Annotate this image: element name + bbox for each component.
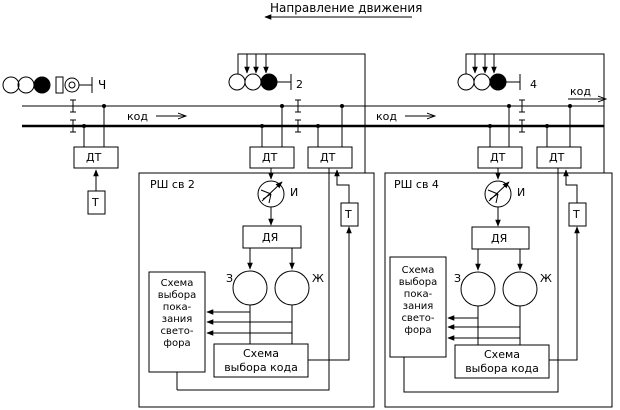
cabinet-2-relay-right-label: Ж (312, 272, 324, 285)
signal-2 (228, 73, 292, 91)
signal-4-feed-lines (465, 53, 605, 173)
cabinet-4-indicator-label: И (517, 186, 525, 199)
svg-text:Схема: Схема (161, 278, 194, 289)
dt-box-4 (477, 146, 523, 169)
signal-4-label: 4 (530, 78, 537, 91)
cabinet-4-title: РШ св 4 (394, 178, 439, 191)
t-label-1: Т (91, 196, 99, 209)
t-box-1 (87, 190, 106, 215)
dt-box-3 (307, 146, 353, 169)
cabinet-2-wiring (148, 168, 359, 391)
cabinet-2-relay-block-label: ДЯ (262, 231, 278, 244)
svg-text:Схема: Схема (484, 348, 520, 361)
svg-text:пока-: пока- (404, 289, 433, 300)
code-label-3: код (570, 85, 591, 98)
dt-label-5: ДТ (549, 151, 565, 164)
cabinet-2-code-selector-text: Схема выбора кода (224, 347, 298, 374)
cabinet-4-wiring (389, 168, 587, 393)
signal-4 (457, 73, 521, 91)
dt-label-3: ДТ (320, 151, 336, 164)
cabinet-4-relay-right-label: Ж (540, 272, 552, 285)
signal-2-label: 2 (296, 78, 303, 91)
cabinet-2-frame (138, 172, 375, 408)
rail-connections (83, 106, 571, 147)
t-label-2: Т (344, 208, 352, 221)
svg-text:выбора кода: выбора кода (224, 361, 298, 374)
code-label-1: код (127, 110, 148, 123)
direction-label: Направление движения (270, 1, 422, 15)
svg-text:фора: фора (404, 325, 431, 336)
svg-text:пока-: пока- (163, 302, 192, 313)
cabinet-4-code-selector-text: Схема выбора кода (465, 348, 539, 375)
dt-box-1 (73, 146, 119, 169)
svg-text:выбора кода: выбора кода (465, 362, 539, 375)
dt-label-2: ДТ (262, 151, 278, 164)
cabinet-4-selector-text: Схема выбора пока- зания свето- фора (399, 265, 438, 336)
dt-box-2 (249, 146, 295, 169)
svg-text:Схема: Схема (402, 265, 435, 276)
dt-box-5 (536, 146, 582, 169)
svg-text:зания: зания (403, 301, 434, 312)
svg-text:выбора: выбора (158, 290, 197, 301)
cabinet-2-relay-left-label: З (226, 272, 233, 285)
svg-text:зания: зания (162, 314, 193, 325)
dt-label-4: ДТ (490, 151, 506, 164)
cabinet-4-relay-block-label: ДЯ (491, 232, 507, 245)
signal-2-feed-lines (237, 53, 366, 173)
code-label-2: код (376, 110, 397, 123)
dt-label-1: ДТ (86, 151, 102, 164)
entrance-signal (2, 76, 93, 94)
svg-text:свето-: свето- (160, 326, 193, 337)
cabinet-2-indicator-label: И (290, 186, 298, 199)
svg-text:выбора: выбора (399, 277, 438, 288)
insulating-joints (70, 99, 525, 133)
svg-text:свето-: свето- (401, 313, 434, 324)
cabinet-2-title: РШ св 2 (150, 178, 195, 191)
cabinet-4-relay-left-label: З (454, 272, 461, 285)
svg-text:фора: фора (163, 338, 190, 349)
rail-junction-dots (82, 104, 572, 128)
cabinet-2-selector-text: Схема выбора пока- зания свето- фора (158, 278, 197, 349)
entrance-signal-label: Ч (98, 78, 106, 92)
t-label-3: Т (572, 208, 580, 221)
svg-text:Схема: Схема (243, 347, 279, 360)
